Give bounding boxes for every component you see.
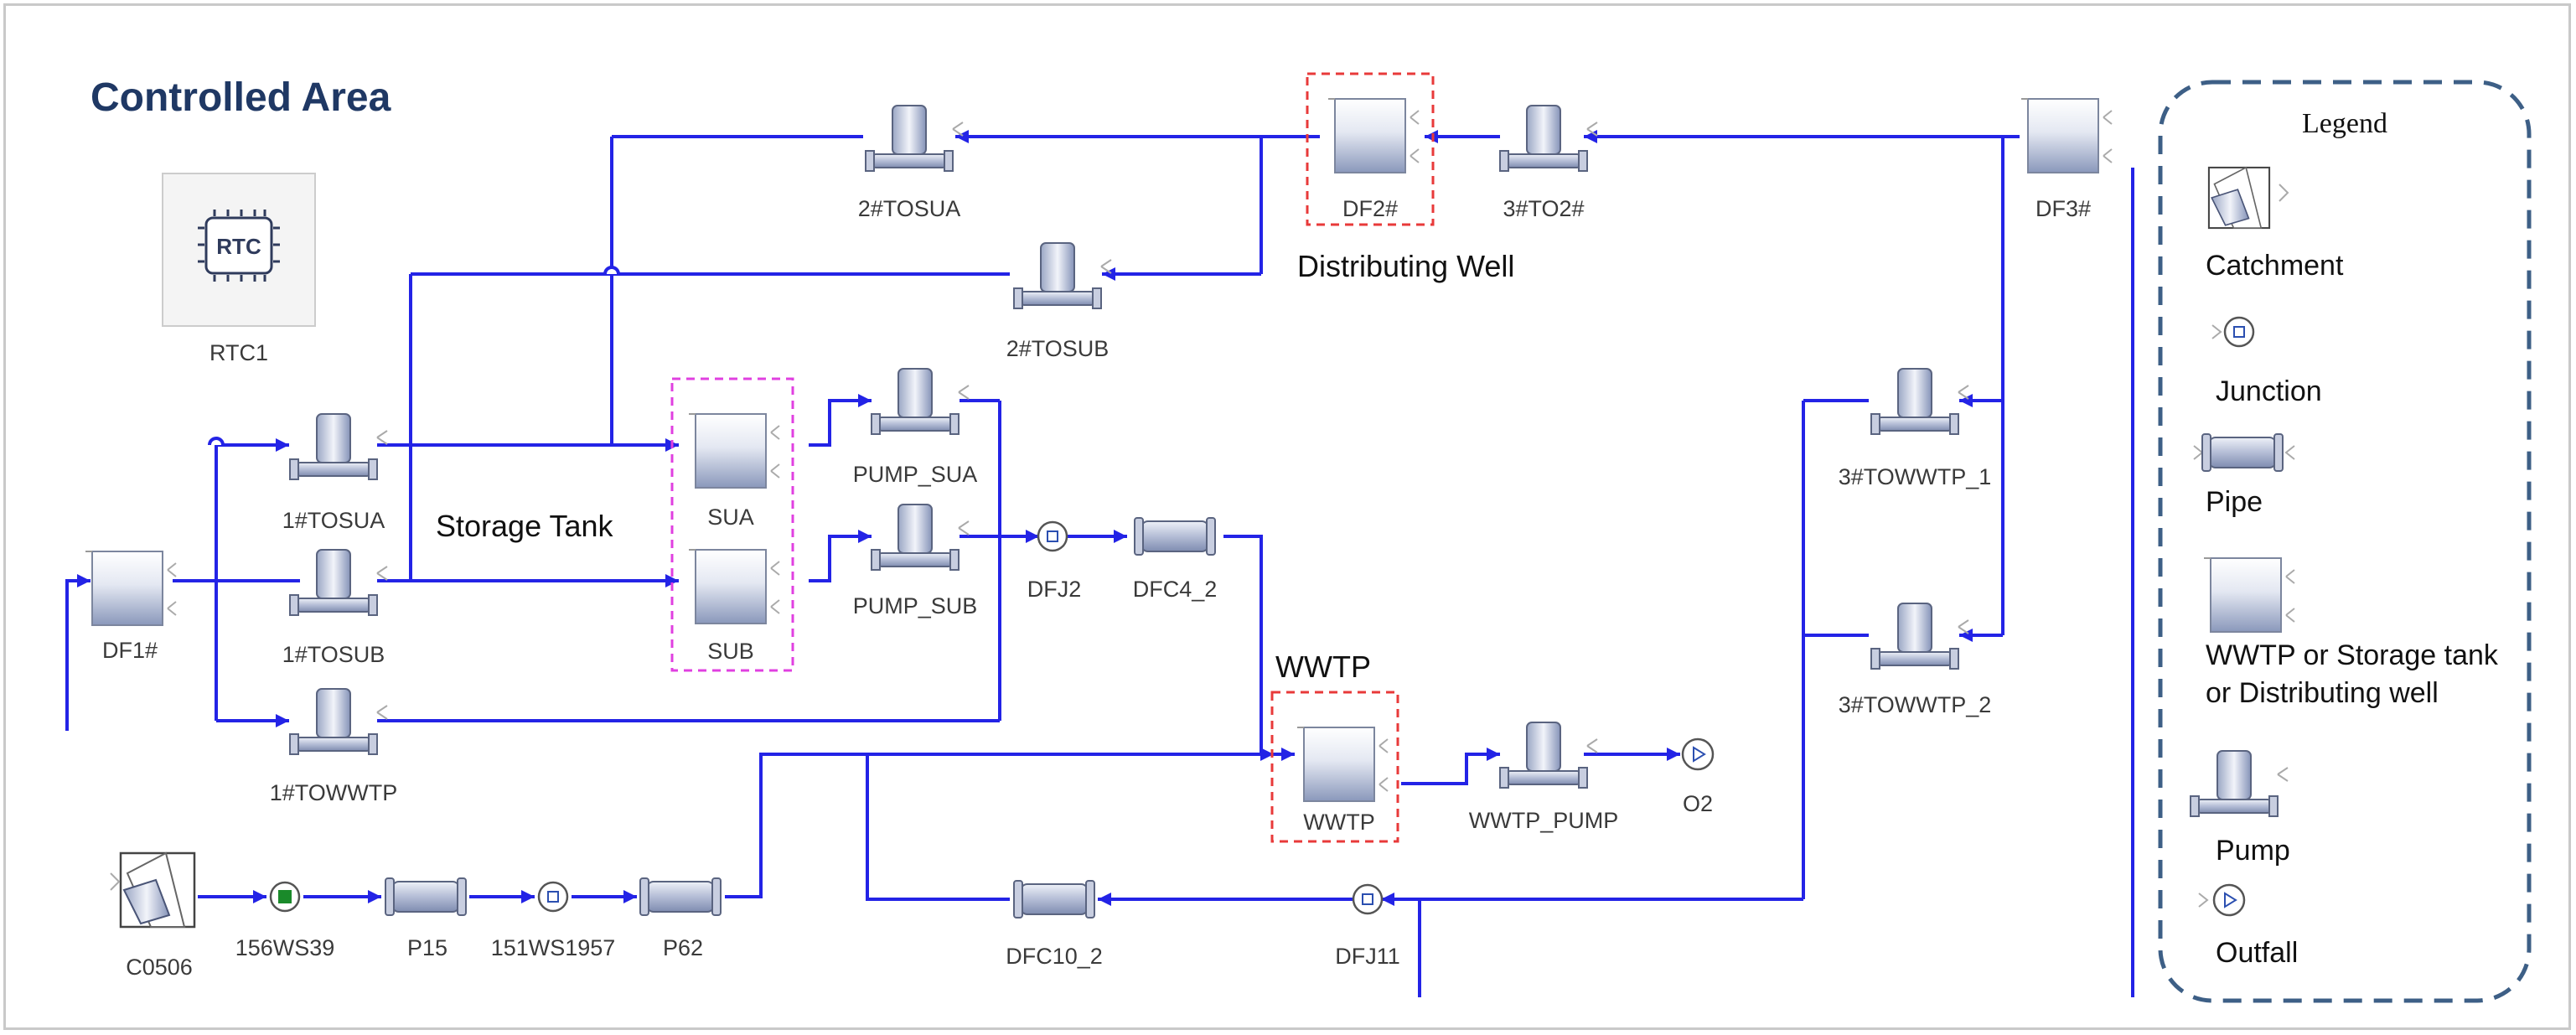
pump-sub-label: PUMP_SUB [853, 593, 978, 618]
pump-3-towwtp-2-label: 3#TOWWTP_2 [1839, 692, 1992, 717]
pump-1-tosua-label: 1#TOSUA [282, 508, 385, 533]
sua-label: SUA [707, 505, 754, 530]
rtc-box [162, 173, 316, 327]
junction-151ws1957[interactable]: 151WS1957 [491, 881, 616, 960]
dfj2-label: DFJ2 [1027, 577, 1082, 602]
wwtp-region-label: WWTP [1275, 649, 1371, 684]
df1-label: DF1# [102, 638, 158, 663]
pipe-p15[interactable]: P15 [385, 877, 467, 960]
sua-tank[interactable]: SUA [688, 413, 780, 530]
df2-label: DF2# [1342, 196, 1398, 221]
legend-outfall-label: Outfall [2216, 937, 2298, 969]
pump-3-to2[interactable]: 3#TO2# [1499, 105, 1598, 221]
legend-outfall-icon [2198, 883, 2246, 917]
pipe-crossings [208, 266, 620, 446]
pump-2-tosua-label: 2#TOSUA [858, 196, 961, 221]
p15-label: P15 [407, 935, 447, 960]
c0506-label: C0506 [126, 955, 193, 980]
pump-sua-label: PUMP_SUA [853, 462, 978, 487]
pump-1-tosub[interactable]: 1#TOSUB [282, 549, 388, 667]
df3-label: DF3# [2035, 196, 2091, 221]
pipe-network [65, 135, 2134, 997]
storage-tank-label: Storage Tank [436, 509, 613, 543]
storage-tank-region [670, 377, 794, 672]
junction-dfj2[interactable]: DFJ2 [1027, 520, 1082, 602]
pump-1-towwtp[interactable]: 1#TOWWTP [270, 688, 398, 805]
pump-2-tosub[interactable]: 2#TOSUB [1006, 242, 1112, 361]
page-title: Controlled Area [91, 75, 391, 120]
ws1957-label: 151WS1957 [491, 935, 616, 960]
legend-tank-label-2: or Distributing well [2206, 677, 2439, 709]
wwtp-pump-label: WWTP_PUMP [1469, 808, 1619, 833]
pump-3-towwtp-2[interactable]: 3#TOWWTP_2 [1839, 603, 1992, 717]
legend-junction-icon [2211, 316, 2255, 348]
chip-icon [204, 216, 273, 275]
pump-3-towwtp-1-label: 3#TOWWTP_1 [1839, 464, 1992, 489]
pump-3-towwtp-1[interactable]: 3#TOWWTP_1 [1839, 368, 1992, 489]
pump-1-tosua[interactable]: 1#TOSUA [282, 413, 388, 533]
ws39-label: 156WS39 [235, 935, 335, 960]
distributing-well-label: Distributing Well [1297, 249, 1514, 283]
df1-tank[interactable]: DF1# [85, 551, 177, 663]
wwtp-pump[interactable]: WWTP_PUMP [1469, 722, 1619, 833]
catchment-c0506[interactable]: C0506 [110, 851, 196, 980]
pump-3-to2-label: 3#TO2# [1503, 196, 1584, 221]
rtc-chip-text: RTC [216, 234, 261, 259]
pump-sua[interactable]: PUMP_SUA [853, 368, 978, 487]
junction-156ws39[interactable]: 156WS39 [235, 881, 335, 960]
dfj11-label: DFJ11 [1335, 944, 1400, 969]
sub-tank[interactable]: SUB [688, 549, 780, 664]
wwtp-node-label: WWTP [1303, 810, 1374, 835]
pump-2-tosua[interactable]: 2#TOSUA [858, 105, 964, 221]
legend-catchment-label: Catchment [2206, 250, 2344, 282]
pump-1-tosub-label: 1#TOSUB [282, 642, 385, 667]
df2-tank[interactable]: DF2# [1327, 98, 1420, 221]
rtc-node[interactable]: RTC RTC1 [162, 173, 316, 365]
flow-arrows [77, 130, 1973, 906]
rtc-label: RTC1 [209, 340, 268, 365]
junction-dfj11[interactable]: DFJ11 [1335, 883, 1400, 969]
pump-1-towwtp-label: 1#TOWWTP [270, 780, 398, 805]
diagram-frame [3, 3, 2571, 1030]
pump-2-tosub-label: 2#TOSUB [1006, 336, 1110, 361]
wwtp-tank[interactable]: WWTP [1296, 727, 1389, 835]
dfc10-2-label: DFC10_2 [1006, 944, 1103, 969]
wwtp-region [1270, 691, 1399, 843]
pipe-p62[interactable]: P62 [639, 877, 722, 960]
legend-tank-icon [2203, 557, 2295, 633]
legend-tank-label-1: WWTP or Storage tank [2206, 639, 2499, 671]
outfall-o2[interactable]: O2 [1681, 737, 1715, 816]
dfc4-2-label: DFC4_2 [1133, 577, 1218, 602]
legend-pipe-label: Pipe [2206, 486, 2263, 518]
sub-label: SUB [707, 639, 754, 664]
legend-pump-label: Pump [2216, 835, 2290, 867]
df3-tank[interactable]: DF3# [2020, 98, 2113, 221]
legend-border [2158, 80, 2532, 1003]
legend-title: Legend [2302, 108, 2387, 139]
pump-sub[interactable]: PUMP_SUB [853, 504, 978, 618]
pipe-dfc10-2[interactable]: DFC10_2 [1006, 880, 1103, 969]
o2-label: O2 [1683, 791, 1713, 816]
legend-catchment-icon [2207, 166, 2289, 230]
legend: Legend Catchment Junction Pipe WWTP or S… [2158, 80, 2532, 1003]
p62-label: P62 [663, 935, 703, 960]
legend-junction-label: Junction [2216, 375, 2322, 407]
pipe-dfc4-2[interactable]: DFC4_2 [1133, 517, 1218, 602]
legend-pipe-icon [2193, 433, 2295, 472]
distributing-well-region [1306, 72, 1435, 226]
